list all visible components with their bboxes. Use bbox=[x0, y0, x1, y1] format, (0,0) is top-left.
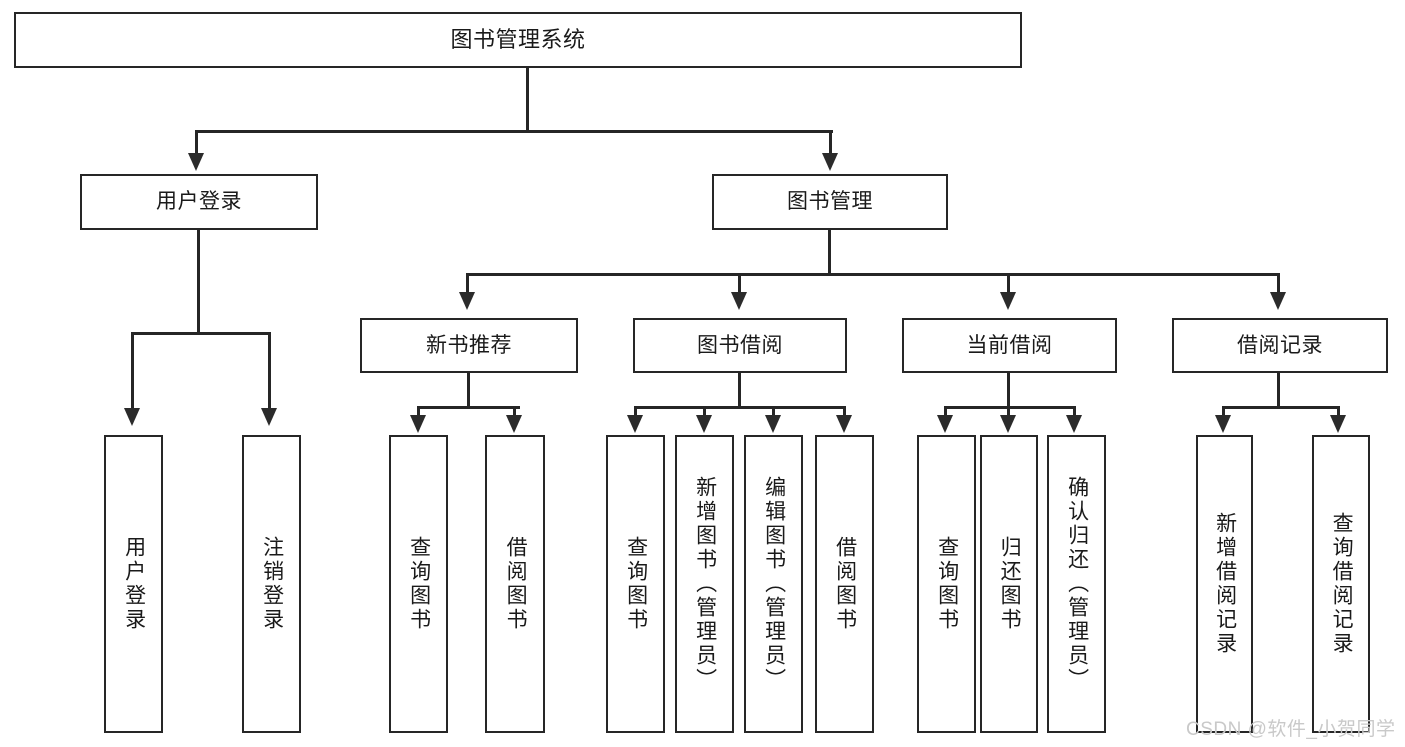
connector-current-borrow-drop-3 bbox=[1073, 406, 1076, 418]
arrowhead-current-borrow bbox=[1000, 292, 1016, 310]
arrowhead-book-borrow bbox=[731, 292, 747, 310]
node-current-borrow[interactable]: 当前借阅 bbox=[902, 318, 1117, 373]
node-label: 借阅图书 bbox=[504, 536, 528, 632]
node-user-login[interactable]: 用户登录 bbox=[80, 174, 318, 230]
node-label: 当前借阅 bbox=[966, 333, 1053, 357]
node-label: 借阅记录 bbox=[1237, 333, 1323, 357]
node-borrow-record[interactable]: 借阅记录 bbox=[1172, 318, 1388, 373]
connector-borrow-record-bus bbox=[1222, 406, 1340, 409]
node-label: 查询图书 bbox=[624, 536, 648, 632]
connector-book-borrow-drop-4 bbox=[843, 406, 846, 418]
arrowhead-borrow-record bbox=[1270, 292, 1286, 310]
node-label: 借阅图书 bbox=[833, 536, 857, 632]
node-leaf-logout-login[interactable]: 注销登录 bbox=[242, 435, 301, 733]
node-leaf-confirm-return-admin[interactable]: 确认归还（管理员） bbox=[1047, 435, 1106, 733]
connector-level3-drop-3 bbox=[1007, 273, 1010, 295]
node-leaf-query-book-2[interactable]: 查询图书 bbox=[606, 435, 665, 733]
connector-new-book-drop-1 bbox=[417, 406, 420, 418]
arrowhead-leaf-add-book-admin bbox=[696, 415, 712, 433]
connector-new-book-stem bbox=[467, 373, 470, 408]
connector-borrow-record-drop-2 bbox=[1337, 406, 1340, 418]
arrowhead-leaf-confirm-return-admin bbox=[1066, 415, 1082, 433]
connector-current-borrow-drop-1 bbox=[944, 406, 947, 418]
arrowhead-leaf-logout-login bbox=[261, 408, 277, 426]
arrowhead-leaf-query-book-3 bbox=[937, 415, 953, 433]
connector-book-borrow-drop-3 bbox=[772, 406, 775, 418]
connector-user-login-bus bbox=[131, 332, 270, 335]
node-leaf-edit-book-admin[interactable]: 编辑图书（管理员） bbox=[744, 435, 803, 733]
node-leaf-add-borrow-record[interactable]: 新增借阅记录 bbox=[1196, 435, 1253, 733]
node-label: 新书推荐 bbox=[426, 333, 512, 357]
connector-root-bus bbox=[195, 130, 833, 133]
node-label: 归还图书 bbox=[998, 536, 1022, 632]
arrowhead-leaf-query-book-1 bbox=[410, 415, 426, 433]
node-leaf-user-login[interactable]: 用户登录 bbox=[104, 435, 163, 733]
node-label: 确认归还（管理员） bbox=[1065, 476, 1089, 692]
connector-current-borrow-stem bbox=[1007, 373, 1010, 408]
node-root-system[interactable]: 图书管理系统 bbox=[14, 12, 1022, 68]
node-label: 注销登录 bbox=[260, 536, 284, 632]
arrowhead-leaf-return-book bbox=[1000, 415, 1016, 433]
connector-root-drop-right bbox=[829, 130, 832, 156]
node-label: 新增图书（管理员） bbox=[693, 476, 717, 692]
node-label: 查询借阅记录 bbox=[1330, 512, 1354, 656]
arrowhead-leaf-add-borrow-record bbox=[1215, 415, 1231, 433]
connector-borrow-record-stem bbox=[1277, 373, 1280, 408]
arrowhead-leaf-borrow-book-2 bbox=[836, 415, 852, 433]
connector-level3-drop-4 bbox=[1277, 273, 1280, 295]
connector-user-login-drop-2 bbox=[268, 332, 271, 410]
node-leaf-query-book-3[interactable]: 查询图书 bbox=[917, 435, 976, 733]
connector-book-manage-bus bbox=[466, 273, 1278, 276]
node-label: 图书管理 bbox=[787, 190, 873, 214]
node-label: 用户登录 bbox=[122, 536, 146, 632]
node-leaf-return-book[interactable]: 归还图书 bbox=[980, 435, 1038, 733]
connector-book-borrow-drop-2 bbox=[703, 406, 706, 418]
arrowhead-leaf-borrow-book-1 bbox=[506, 415, 522, 433]
node-leaf-query-book-1[interactable]: 查询图书 bbox=[389, 435, 448, 733]
connector-level3-drop-1 bbox=[466, 273, 469, 295]
connector-book-borrow-drop-1 bbox=[634, 406, 637, 418]
node-label: 图书管理系统 bbox=[450, 26, 586, 52]
connector-new-book-bus bbox=[417, 406, 520, 409]
arrowhead-leaf-query-borrow-record bbox=[1330, 415, 1346, 433]
arrowhead-new-book-recommend bbox=[459, 292, 475, 310]
node-label: 编辑图书（管理员） bbox=[762, 476, 786, 692]
connector-book-manage-stem bbox=[828, 230, 831, 275]
arrowhead-to-user-login bbox=[188, 153, 204, 171]
node-label: 新增借阅记录 bbox=[1213, 512, 1237, 656]
arrowhead-to-book-manage bbox=[822, 153, 838, 171]
arrowhead-leaf-user-login bbox=[124, 408, 140, 426]
connector-new-book-drop-2 bbox=[513, 406, 516, 418]
connector-book-borrow-bus bbox=[634, 406, 846, 409]
connector-root-stem bbox=[526, 68, 529, 131]
node-label: 查询图书 bbox=[407, 536, 431, 632]
node-new-book-recommend[interactable]: 新书推荐 bbox=[360, 318, 578, 373]
node-label: 用户登录 bbox=[156, 190, 242, 214]
arrowhead-leaf-edit-book-admin bbox=[765, 415, 781, 433]
connector-user-login-drop-1 bbox=[131, 332, 134, 410]
arrowhead-leaf-query-book-2 bbox=[627, 415, 643, 433]
node-leaf-add-book-admin[interactable]: 新增图书（管理员） bbox=[675, 435, 734, 733]
connector-root-drop-left bbox=[195, 130, 198, 156]
connector-current-borrow-drop-2 bbox=[1007, 406, 1010, 418]
connector-level3-drop-2 bbox=[738, 273, 741, 295]
connector-user-login-stem bbox=[197, 230, 200, 335]
node-leaf-query-borrow-record[interactable]: 查询借阅记录 bbox=[1312, 435, 1370, 733]
connector-book-borrow-stem bbox=[738, 373, 741, 408]
node-leaf-borrow-book-1[interactable]: 借阅图书 bbox=[485, 435, 545, 733]
node-label: 图书借阅 bbox=[697, 333, 783, 357]
node-label: 查询图书 bbox=[935, 536, 959, 632]
node-book-borrow[interactable]: 图书借阅 bbox=[633, 318, 847, 373]
node-leaf-borrow-book-2[interactable]: 借阅图书 bbox=[815, 435, 874, 733]
connector-borrow-record-drop-1 bbox=[1222, 406, 1225, 418]
node-book-manage[interactable]: 图书管理 bbox=[712, 174, 948, 230]
connector-current-borrow-bus bbox=[944, 406, 1076, 409]
